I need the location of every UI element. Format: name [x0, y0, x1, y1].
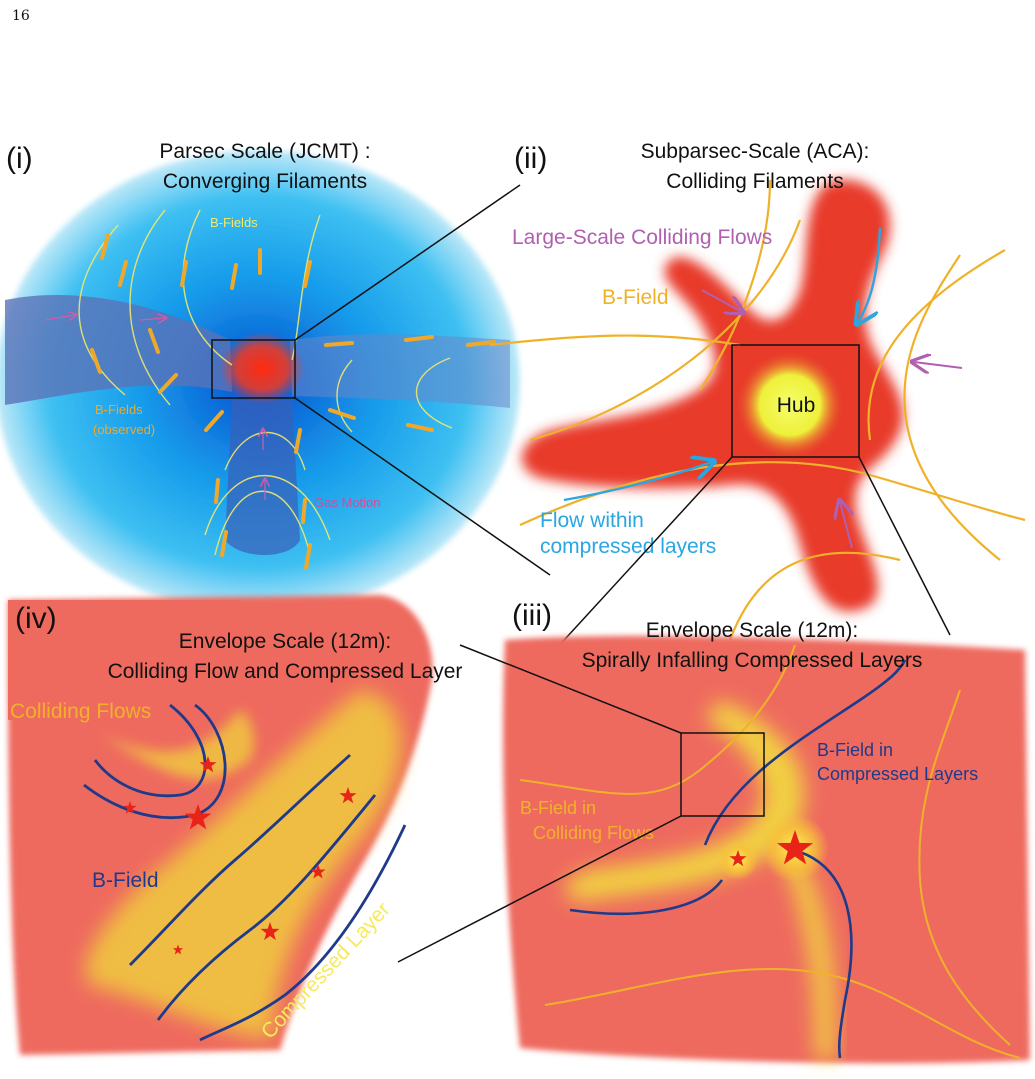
panel-i-label: (i)	[6, 142, 33, 175]
panel-iv-title-line2: Colliding Flow and Compressed Layer	[108, 660, 463, 683]
zoom-lines-i-ii	[294, 184, 551, 576]
zoom-lines-iii-iv	[397, 644, 682, 963]
panel-iv-title-line1: Envelope Scale (12m):	[179, 630, 391, 653]
page-number: 16	[12, 8, 30, 24]
panel-iv-artwork	[8, 595, 433, 1055]
panel-iii-title-line1: Envelope Scale (12m):	[646, 619, 858, 642]
panel-iii-b-field-colliding-label: B-Field in	[520, 798, 596, 818]
panel-ii-artwork	[489, 179, 1026, 641]
panel-ii-title-line1: Subparsec-Scale (ACA):	[641, 140, 870, 163]
panel-iii-colliding-flows-label: Colliding Flows	[533, 823, 654, 843]
panel-i-b-fields-observed-label: B-Fields	[95, 402, 143, 417]
panel-iii-artwork	[503, 635, 1030, 1064]
panel-i-gas-motion-label: Gas Motion	[314, 495, 380, 510]
panel-i-title-line1: Parsec Scale (JCMT) :	[159, 140, 370, 163]
panel-ii-hub-label: Hub	[777, 394, 816, 417]
panel-iii-b-field-compressed-label: B-Field in	[817, 740, 893, 760]
panel-iii-title-line2: Spirally Infalling Compressed Layers	[582, 649, 923, 672]
panel-ii-b-field-label: B-Field	[602, 286, 669, 309]
panel-i: (i) Parsec Scale (JCMT) : Converging Fil…	[0, 140, 520, 614]
panel-iv-label: (iv)	[15, 602, 57, 635]
panel-iv: (iv) Envelope Scale (12m): Colliding Flo…	[8, 595, 462, 1055]
panel-i-artwork	[0, 150, 520, 614]
panel-iv-colliding-flows-label: Colliding Flows	[10, 700, 151, 723]
panel-ii-compressed-layers-label: compressed layers	[540, 535, 716, 558]
zoom-lines-ii-iii	[554, 456, 951, 651]
panel-i-title-line2: Converging Filaments	[163, 170, 367, 193]
panel-ii-title-line2: Colliding Filaments	[666, 170, 843, 193]
panel-ii-label: (ii)	[514, 142, 547, 175]
panel-ii-flow-within-label: Flow within	[540, 509, 644, 532]
panel-i-b-fields-label: B-Fields	[210, 215, 258, 230]
panel-ii: (ii) Subparsec-Scale (ACA): Colliding Fi…	[489, 140, 1026, 641]
panel-iii-compressed-layers-label: Compressed Layers	[817, 764, 978, 784]
panel-ii-large-scale-flows-label: Large-Scale Colliding Flows	[512, 226, 772, 249]
panel-iii: (iii) Envelope Scale (12m): Spirally Inf…	[503, 599, 1030, 1064]
panel-i-b-fields-observed-sub: (observed)	[93, 422, 155, 437]
panel-iii-label: (iii)	[512, 599, 552, 632]
panel-iv-b-field-label: B-Field	[92, 869, 159, 892]
